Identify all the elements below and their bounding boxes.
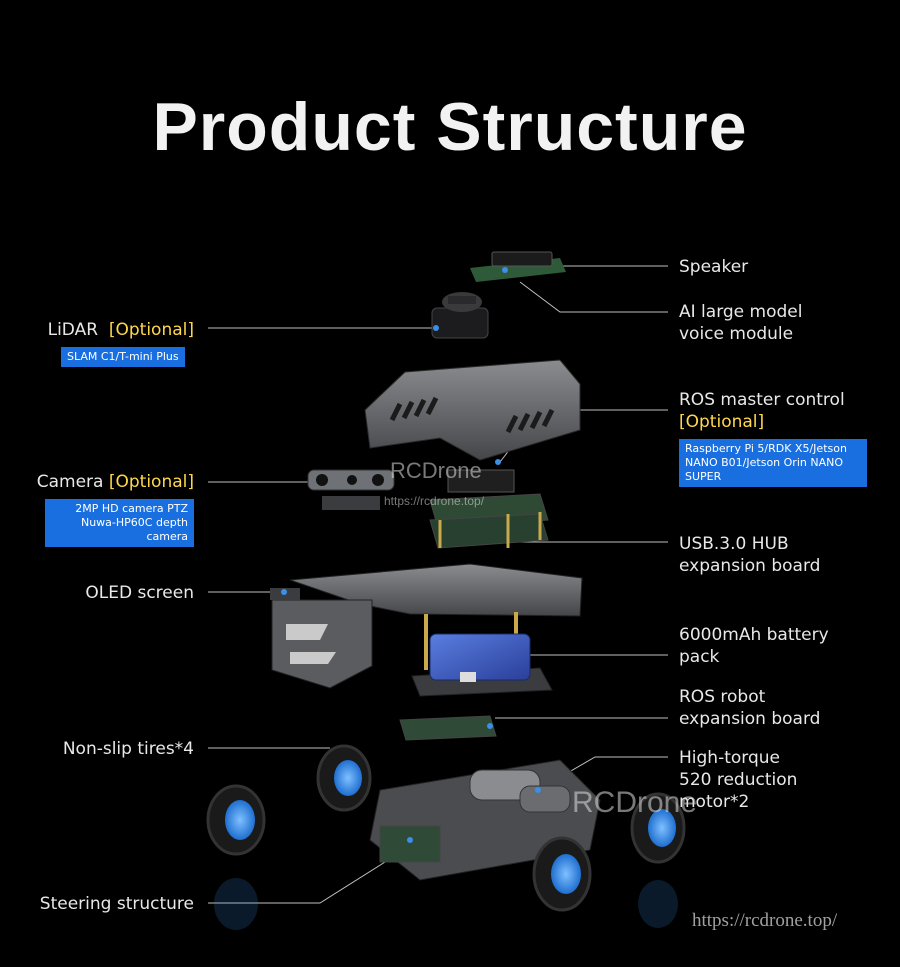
watermark-brand-bottom: RCDrone — [572, 786, 698, 819]
floor-reflection — [214, 878, 678, 930]
master-control-shape — [429, 459, 549, 549]
battery-shape — [411, 633, 553, 697]
wheel-rear-left — [206, 784, 266, 856]
label-motor-line3: motor*2 — [679, 792, 750, 812]
watermark-url-footer: https://rcdrone.top/ — [692, 910, 838, 931]
leader-lines — [208, 265, 668, 904]
leader-ai-voice — [519, 281, 668, 313]
label-ros-master-optional: [Optional] — [679, 412, 765, 432]
label-camera-optional: [Optional] — [108, 472, 194, 492]
tag-lidar: SLAM C1/T-mini Plus — [61, 347, 185, 367]
label-battery-line2: pack — [679, 647, 720, 667]
label-ros-master: ROS master control — [679, 390, 845, 410]
wheel-rear-right — [630, 792, 686, 864]
label-lidar: LiDAR [Optional] — [20, 319, 194, 341]
label-oled: OLED screen — [85, 583, 194, 603]
label-motor-line1: High-torque — [679, 748, 780, 768]
label-battery-line1: 6000mAh battery — [679, 625, 829, 645]
label-lidar-text: LiDAR — [47, 320, 99, 340]
label-speaker: Speaker — [679, 257, 749, 277]
tag-camera-line2: Nuwa-HP60C depth camera — [80, 516, 188, 543]
camera-shape — [307, 469, 395, 510]
label-ros-robot-line2: expansion board — [679, 709, 821, 729]
label-ai-voice-line2: voice module — [679, 324, 794, 344]
tag-camera-line1: 2MP HD camera PTZ — [75, 502, 188, 515]
label-usb-hub-line2: expansion board — [679, 556, 821, 576]
lidar-shape — [431, 292, 489, 339]
label-camera-text: Camera — [36, 472, 104, 492]
label-ai-voice-line1: AI large model — [679, 302, 803, 322]
speaker-module-shape — [470, 251, 566, 282]
watermark-brand-top: RCDrone — [390, 458, 482, 483]
tag-ros-master: Raspberry Pi 5/RDK X5/Jetson NANO B01/Je… — [679, 439, 867, 487]
label-camera: Camera [Optional] — [20, 471, 194, 493]
page-title: Product Structure — [152, 89, 748, 165]
label-motor-line2: 520 reduction — [679, 770, 798, 790]
upper-cover-shape — [364, 359, 581, 461]
label-lidar-optional: [Optional] — [108, 320, 194, 340]
watermark-url-small: https://rcdrone.top/ — [384, 494, 485, 508]
label-tires: Non-slip tires*4 — [62, 739, 194, 759]
label-usb-hub-line1: USB.3.0 HUB — [679, 534, 789, 554]
label-ros-robot-line1: ROS robot — [679, 687, 766, 707]
label-steering: Steering structure — [39, 894, 194, 914]
wheels-shape — [206, 744, 686, 912]
wheel-front-left — [316, 744, 372, 812]
wheel-front-right — [532, 836, 592, 912]
ros-robot-board-shape — [399, 715, 497, 741]
